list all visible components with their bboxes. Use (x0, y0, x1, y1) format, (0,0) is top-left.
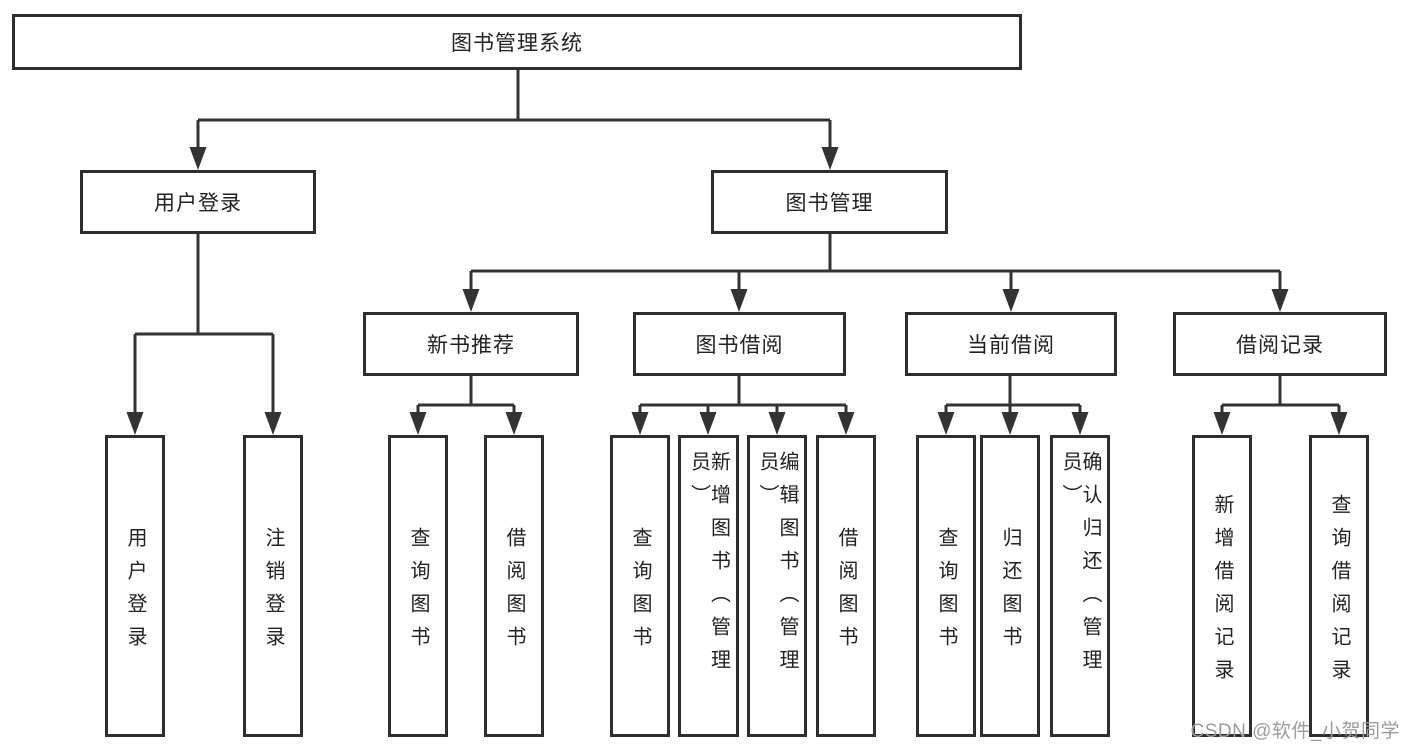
leaf-edit-books-admin: 编辑图书（管理员） (747, 435, 807, 737)
leaf-confirm-return-admin: 确认归还（管理员） (1050, 435, 1110, 737)
node-label: 查询借阅记录 (1328, 493, 1350, 692)
node-label: 查询图书 (935, 526, 957, 659)
leaf-query-books-recommend: 查询图书 (388, 435, 448, 737)
node-label: 注销登录 (262, 526, 284, 659)
leaf-add-borrow-record: 新增借阅记录 (1192, 435, 1252, 737)
node-borrowing-records: 借阅记录 (1173, 312, 1387, 376)
leaf-query-borrow-record: 查询借阅记录 (1309, 435, 1369, 737)
node-label: 查询图书 (629, 526, 651, 659)
node-label: 图书管理系统 (451, 32, 583, 55)
leaf-return-books: 归还图书 (980, 435, 1040, 737)
node-label: 归还图书 (999, 526, 1021, 659)
node-label: 新增借阅记录 (1211, 493, 1233, 692)
node-label: 用户登录 (124, 526, 146, 659)
node-label: 借阅图书 (835, 526, 857, 659)
leaf-query-books-current: 查询图书 (916, 435, 976, 737)
node-book-management: 图书管理 (711, 170, 948, 234)
csdn-watermark: CSDN @软件_小贺同学 (1190, 721, 1400, 742)
node-label: 用户登录 (154, 192, 242, 215)
leaf-logout: 注销登录 (243, 435, 303, 737)
node-current-borrowing: 当前借阅 (905, 312, 1117, 376)
node-book-borrowing: 图书借阅 (633, 312, 846, 376)
node-label: 确认归还（管理员） (1059, 451, 1101, 682)
node-label: 借阅图书 (503, 526, 525, 659)
leaf-user-login: 用户登录 (105, 435, 165, 737)
node-label: 当前借阅 (967, 334, 1055, 357)
node-label: 编辑图书（管理员） (756, 451, 798, 682)
node-label: 查询图书 (407, 526, 429, 659)
node-label: 新增图书（管理员） (687, 451, 730, 682)
leaf-query-books-borrowing: 查询图书 (610, 435, 670, 737)
node-new-book-recommendation: 新书推荐 (363, 312, 579, 376)
node-label: 图书管理 (785, 192, 874, 215)
node-user-login: 用户登录 (80, 170, 316, 234)
leaf-borrow-books-recommend: 借阅图书 (484, 435, 544, 737)
node-label: 图书借阅 (695, 334, 784, 357)
node-label: 借阅记录 (1236, 334, 1324, 357)
leaf-add-books-admin: 新增图书（管理员） (678, 435, 739, 737)
leaf-borrow-books-borrowing: 借阅图书 (816, 435, 876, 737)
node-label: 新书推荐 (427, 334, 515, 357)
node-library-system: 图书管理系统 (12, 14, 1022, 70)
